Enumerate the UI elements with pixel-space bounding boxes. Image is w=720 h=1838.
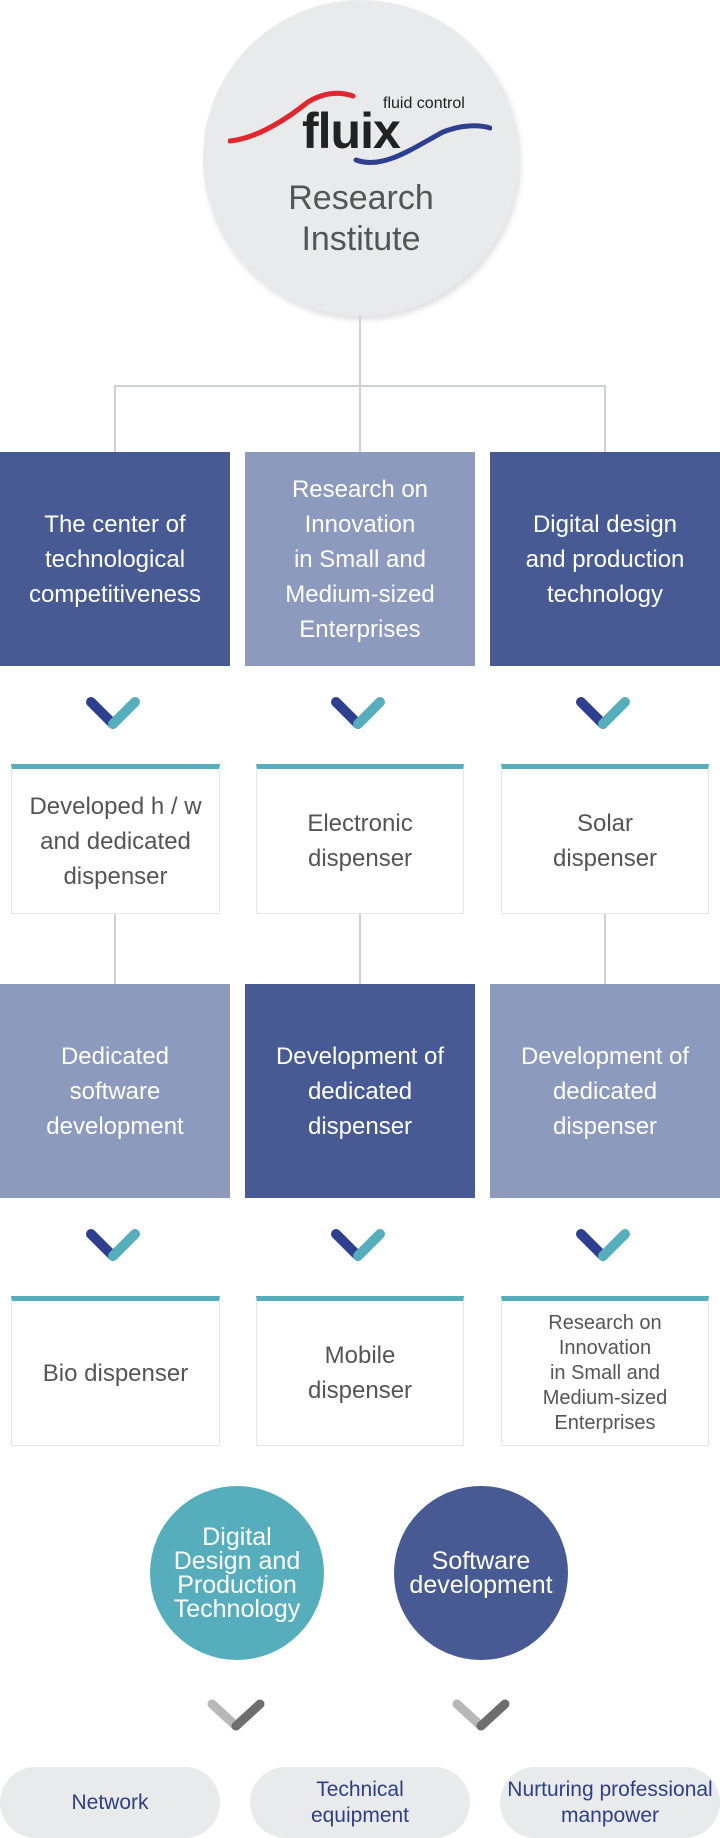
product-card: Bio dispenser bbox=[11, 1296, 220, 1446]
outcome-pill: Network bbox=[0, 1767, 220, 1838]
product-card: Electronic dispenser bbox=[256, 764, 464, 914]
chevron-down-icon bbox=[452, 1699, 510, 1731]
chevron-down-icon bbox=[331, 697, 385, 729]
software-circle: Software development bbox=[394, 1486, 568, 1660]
chevron-down-icon bbox=[576, 1229, 630, 1261]
development-box: Development of dedicated dispenser bbox=[245, 984, 475, 1198]
product-card: Research on Innovation in Small and Medi… bbox=[501, 1296, 709, 1446]
product-card: Solar dispenser bbox=[501, 764, 709, 914]
connector-line bbox=[359, 914, 361, 984]
product-card: Developed h / w and dedicated dispenser bbox=[11, 764, 220, 914]
chevron-down-icon bbox=[86, 1229, 140, 1261]
connector-line bbox=[604, 385, 606, 452]
development-box: Dedicated software development bbox=[0, 984, 230, 1198]
connector-line bbox=[114, 385, 606, 387]
product-card: Mobile dispenser bbox=[256, 1296, 464, 1446]
fluix-logo-swoosh-icon bbox=[228, 90, 492, 165]
chevron-down-icon bbox=[207, 1699, 265, 1731]
technology-circle: Digital Design and Production Technology bbox=[150, 1486, 324, 1660]
connector-line bbox=[114, 914, 116, 984]
connector-line bbox=[359, 316, 361, 452]
category-box: Digital design and production technology bbox=[490, 452, 720, 666]
outcome-pill: Nurturing professional manpower bbox=[500, 1767, 720, 1838]
research-institute-circle bbox=[203, 0, 519, 316]
logo-wordmark: fluix bbox=[302, 103, 401, 159]
chevron-down-icon bbox=[331, 1229, 385, 1261]
chevron-down-icon bbox=[576, 697, 630, 729]
development-box: Development of dedicated dispenser bbox=[490, 984, 720, 1198]
chevron-down-icon bbox=[86, 697, 140, 729]
category-box: Research on Innovation in Small and Medi… bbox=[245, 452, 475, 666]
connector-line bbox=[114, 385, 116, 452]
hub-title: Research Institute bbox=[288, 179, 434, 258]
outcome-pill: Technical equipment bbox=[250, 1767, 470, 1838]
category-box: The center of technological competitiven… bbox=[0, 452, 230, 666]
logo-tagline: fluid control bbox=[383, 95, 465, 112]
connector-line bbox=[604, 914, 606, 984]
